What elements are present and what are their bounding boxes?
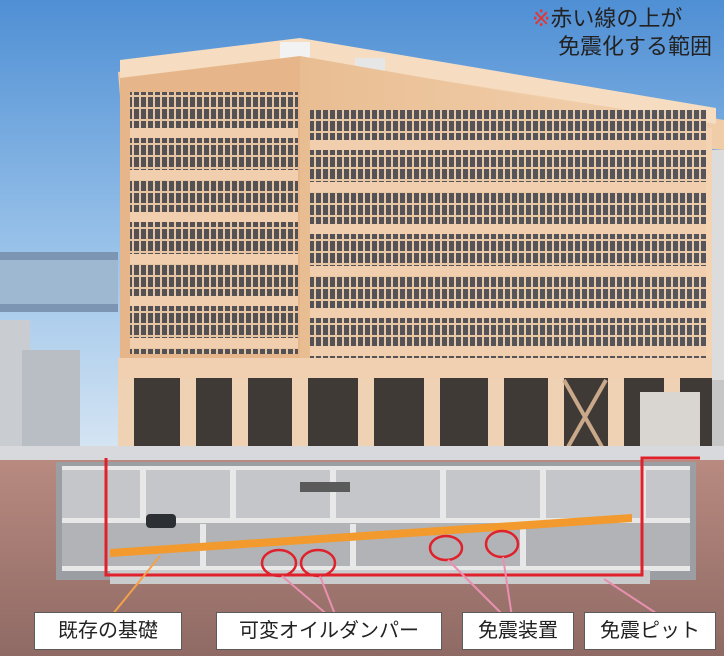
damper-circle-1 [260, 548, 298, 578]
foundation-label: 既存の基礎 [34, 612, 182, 650]
damper-leader-2 [319, 575, 337, 618]
damper-leader-1 [281, 575, 331, 618]
isolation-boundary-line [104, 456, 700, 577]
isolator-label: 免震装置 [462, 612, 574, 650]
isolation-range-note: ※赤い線の上が 免震化する範囲 [532, 6, 712, 62]
isolator-circle-2 [484, 529, 520, 559]
note-line-2: 免震化する範囲 [557, 35, 712, 60]
isolator-circle-1 [428, 534, 464, 562]
isolation-pit-label: 免震ピット [584, 612, 716, 650]
isolation-layer [110, 514, 632, 557]
foundation-leader [111, 555, 161, 616]
damper-circle-2 [299, 548, 337, 578]
pit-leader [603, 578, 663, 618]
isolator-leader-2 [502, 556, 513, 618]
note-mark: ※ [531, 7, 551, 32]
note-line-1: 赤い線の上が [550, 7, 683, 32]
damper-label: 可変オイルダンパー [216, 612, 442, 650]
isolator-leader-1 [447, 559, 506, 618]
